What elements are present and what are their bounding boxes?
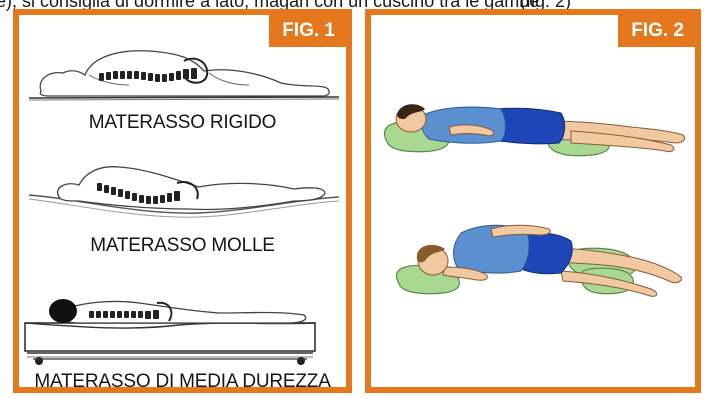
supine-sleeper-illustration: [371, 79, 695, 179]
medium-mattress-illustration: [19, 281, 346, 367]
side-sleeper-illustration: [371, 215, 695, 311]
soft-mattress-illustration: [19, 159, 346, 221]
caption-rigid-mattress: MATERASSO RIGIDO: [19, 112, 346, 134]
figure-1-panel: FIG. 1 MATERASSO RIGIDO: [13, 9, 352, 393]
figure-2-panel: FIG. 2: [365, 9, 701, 393]
rigid-mattress-illustration: [19, 41, 346, 103]
caption-soft-mattress: MATERASSO MOLLE: [19, 235, 346, 257]
figure-2-tag: FIG. 2: [618, 15, 695, 47]
caption-medium-mattress: MATERASSO DI MEDIA DUREZZA: [19, 371, 346, 393]
